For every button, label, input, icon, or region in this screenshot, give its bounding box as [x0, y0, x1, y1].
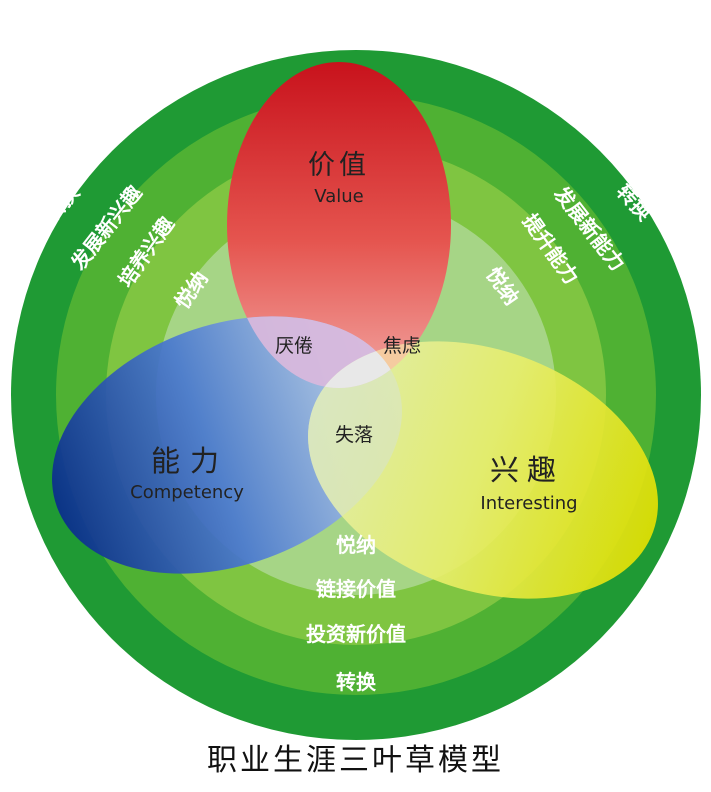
bottom-middle-ring-label: 链接价值 [316, 577, 396, 601]
value-label-zh: 价值 [308, 150, 370, 181]
competency-label-zh: 能力 [151, 444, 229, 478]
competency-label-en: Competency [130, 482, 244, 503]
interesting-label-en: Interesting [480, 493, 577, 514]
bottom-outer-ring-label: 投资新价值 [306, 622, 406, 646]
value-label-en: Value [314, 186, 363, 207]
interesting-label-zh: 兴趣 [490, 453, 564, 487]
overlap-value-competency [227, 316, 402, 388]
overlap-label-loss: 失落 [335, 424, 373, 446]
overlap-label-anxiety: 焦虑 [383, 335, 421, 357]
overlap-label-boredom: 厌倦 [275, 335, 313, 357]
bottom-inner-ring-label: 悦纳 [336, 533, 376, 557]
value-circle [227, 62, 451, 388]
bottom-outermost-ring-label: 转换 [336, 670, 377, 694]
diagram-title: 职业生涯三叶草模型 [207, 743, 504, 778]
